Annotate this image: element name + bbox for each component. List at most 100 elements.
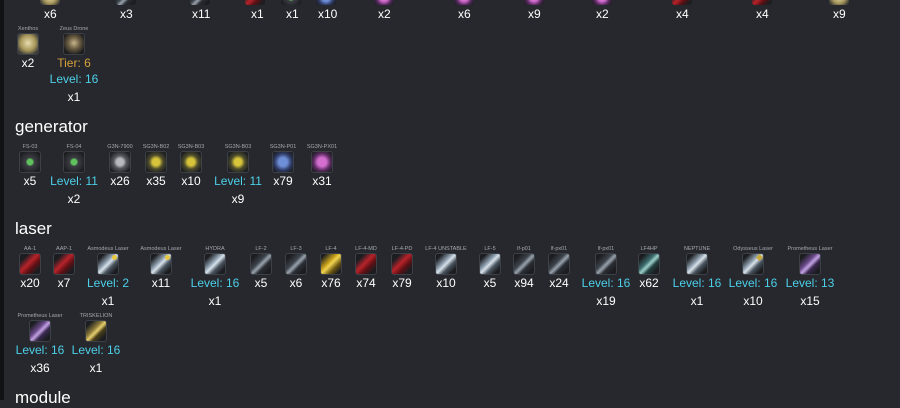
laser-icon — [29, 320, 51, 342]
inventory-item[interactable]: LF-2 x5 — [246, 245, 276, 291]
item-name: LF4HP — [640, 246, 658, 252]
item-level: Level: 16 — [49, 72, 99, 86]
item-name: NEPTUNE — [683, 246, 711, 252]
item-name: Asmodeus Laser — [87, 246, 129, 252]
item-level: Level: 16 — [71, 343, 121, 357]
inventory-item[interactable]: AA-1 x20 — [15, 245, 45, 291]
inventory-item[interactable]: LF-4-PD x79 — [385, 245, 419, 291]
item-name: AAP-1 — [56, 246, 72, 252]
inventory-item[interactable]: NEPTUNE Level: 16 x1 — [669, 245, 725, 309]
item-name: LF-4-PD — [391, 246, 413, 252]
item-tier: Tier: 6 — [57, 56, 91, 70]
item-name: lf-px01 — [597, 246, 615, 252]
generator-icon — [180, 151, 202, 173]
section-title-generator: generator — [15, 117, 88, 136]
inventory-item[interactable]: Prometheus Laser Level: 16 x36 — [12, 312, 68, 376]
item-count: x24 — [549, 276, 569, 290]
inventory-item[interactable]: SG3N-B03 Level: 11 x9 — [211, 143, 265, 207]
item-level: Level: 11 — [50, 174, 98, 188]
item-icon[interactable] — [374, 0, 394, 5]
item-icon[interactable] — [829, 0, 849, 5]
inventory-item[interactable]: SG3N-B03 x10 — [174, 143, 208, 189]
inventory-item[interactable]: TRISKELION Level: 16 x1 — [68, 312, 124, 376]
inventory-item[interactable]: LF-4 x76 — [316, 245, 346, 291]
item-icon[interactable] — [752, 0, 772, 5]
inventory-item[interactable]: SG3N-PX01 x31 — [302, 143, 342, 189]
item-count: x9 — [231, 192, 245, 206]
laser-icon — [391, 253, 413, 275]
inventory-item[interactable]: Xenthos x2 — [13, 25, 43, 71]
inventory-item[interactable]: FS-04 Level: 11 x2 — [47, 143, 101, 207]
item-icon[interactable] — [116, 0, 136, 5]
item-name: G3N-7900 — [107, 144, 133, 150]
inventory-item[interactable]: LF-5 x5 — [475, 245, 505, 291]
inventory-item[interactable]: AAP-1 x7 — [49, 245, 79, 291]
item-count: x4 — [756, 7, 769, 21]
item-count: x10 — [436, 276, 456, 290]
inventory-item[interactable]: Zeus Drone Tier: 6 Level: 16 x1 — [44, 25, 104, 105]
left-edge — [0, 0, 4, 400]
inventory-item[interactable]: SG3N-B02 x35 — [139, 143, 173, 189]
inventory-item[interactable]: lf-px01 x24 — [543, 245, 575, 291]
item-count: x31 — [312, 174, 332, 188]
inventory-item[interactable]: LF-4-MD x74 — [349, 245, 383, 291]
item-count: x79 — [392, 276, 412, 290]
item-count: x5 — [483, 276, 497, 290]
laser-icon — [742, 253, 764, 275]
item-count: x74 — [356, 276, 376, 290]
item-count: x10 — [181, 174, 201, 188]
item-name: SG3N-B03 — [224, 144, 252, 150]
inventory-item[interactable]: Asmodeus Laser x11 — [136, 245, 186, 291]
inventory-item[interactable]: HYDRA Level: 16 x1 — [187, 245, 243, 309]
inventory-item[interactable]: lf-px01 Level: 16 x19 — [578, 245, 634, 309]
item-icon[interactable] — [281, 0, 301, 5]
laser-icon — [53, 253, 75, 275]
item-count: x76 — [321, 276, 341, 290]
item-count: x11 — [151, 276, 171, 290]
item-name: lf-p01 — [517, 246, 531, 252]
inventory-item[interactable]: LF-4 UNSTABLE x10 — [420, 245, 472, 291]
inventory-item[interactable]: Prometheus Laser Level: 13 x15 — [781, 245, 839, 309]
item-icon[interactable] — [316, 0, 336, 5]
inventory-item[interactable]: FS-03 x5 — [15, 143, 45, 189]
generator-icon — [19, 151, 41, 173]
item-icon[interactable] — [672, 0, 692, 5]
laser-icon — [150, 253, 172, 275]
item-icon[interactable] — [454, 0, 474, 5]
laser-icon — [85, 320, 107, 342]
item-level: Level: 16 — [190, 276, 240, 290]
generator-icon — [63, 151, 85, 173]
item-level: Level: 11 — [214, 174, 262, 188]
item-icon[interactable] — [245, 0, 265, 5]
item-icon[interactable] — [40, 0, 60, 5]
generator-icon — [272, 151, 294, 173]
item-icon[interactable] — [524, 0, 544, 5]
item-count: x5 — [254, 276, 268, 290]
item-name: SG3N-B02 — [142, 144, 170, 150]
laser-icon — [355, 253, 377, 275]
item-icon[interactable] — [592, 0, 612, 5]
xenthos-icon — [17, 33, 39, 55]
item-name: SG3N-PX01 — [306, 144, 338, 150]
inventory-item[interactable]: LF4HP x62 — [634, 245, 664, 291]
item-count: x2 — [67, 192, 81, 206]
laser-icon — [479, 253, 501, 275]
item-name: LF-2 — [255, 246, 267, 252]
item-name: HYDRA — [205, 246, 225, 252]
laser-icon — [19, 253, 41, 275]
item-icon[interactable] — [190, 0, 210, 5]
inventory-item[interactable]: SG3N-P01 x79 — [266, 143, 300, 189]
item-name: LF-4-MD — [355, 246, 377, 252]
inventory-item[interactable]: lf-p01 x94 — [509, 245, 539, 291]
laser-icon — [97, 253, 119, 275]
inventory-item[interactable]: Odysseus Laser Level: 16 x10 — [725, 245, 781, 309]
inventory-item[interactable]: LF-3 x6 — [281, 245, 311, 291]
generator-icon — [227, 151, 249, 173]
generator-icon — [311, 151, 333, 173]
laser-icon — [799, 253, 821, 275]
inventory-item[interactable]: G3N-7900 x26 — [104, 143, 136, 189]
item-count: x15 — [800, 294, 820, 308]
item-level: Level: 16 — [581, 276, 631, 290]
inventory-item[interactable]: Asmodeus Laser Level: 2 x1 — [80, 245, 136, 309]
laser-icon — [686, 253, 708, 275]
